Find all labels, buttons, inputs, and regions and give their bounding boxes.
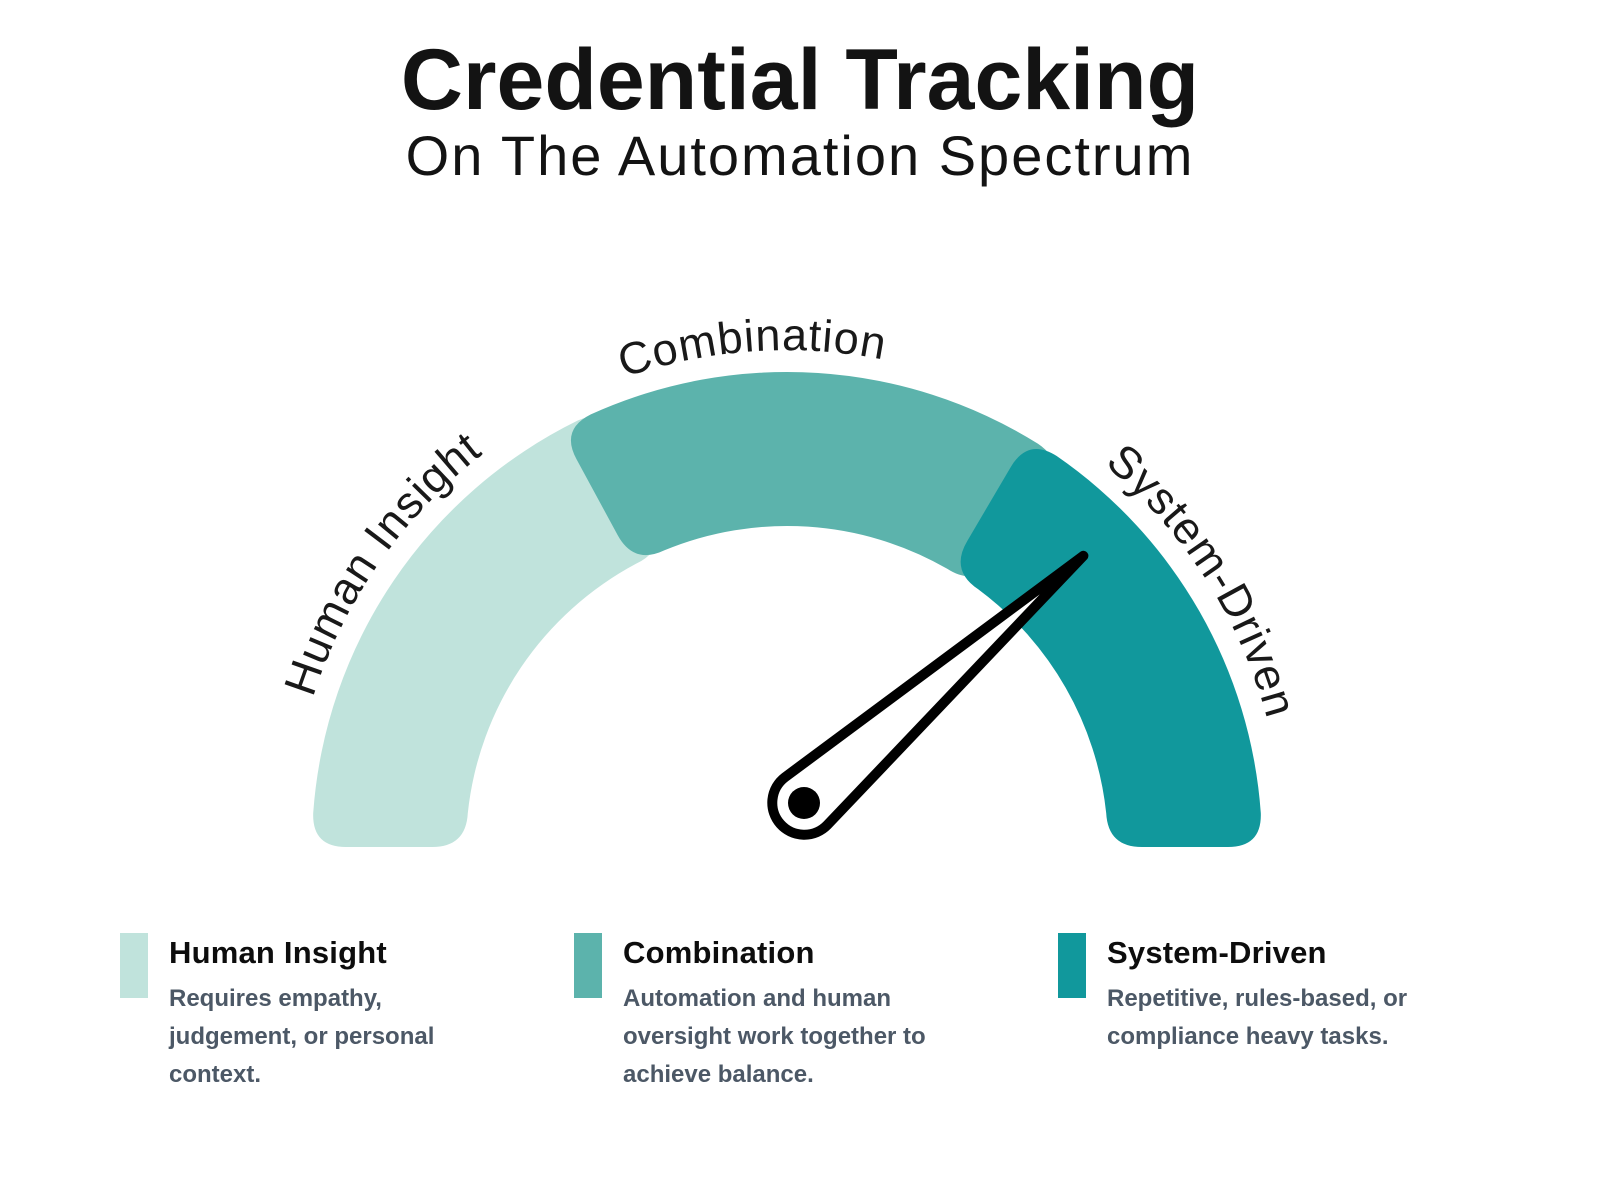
legend-label: Human Insight xyxy=(169,935,387,970)
gauge-segment-human-insight xyxy=(313,416,658,847)
legend-text-block: Human Insight Requires empathy, judgemen… xyxy=(169,933,458,1094)
legend-text-block: Combination Automation and human oversig… xyxy=(623,933,946,1094)
legend-item-human-insight: Human Insight Requires empathy, judgemen… xyxy=(120,933,458,1094)
legend-description: Repetitive, rules-based, or compliance h… xyxy=(1107,985,1408,1050)
legend-swatch-combination xyxy=(574,933,602,998)
page-subtitle: On The Automation Spectrum xyxy=(405,123,1195,187)
legend-label: Combination xyxy=(623,935,815,970)
header: Credential Tracking On The Automation Sp… xyxy=(0,34,1600,186)
needle-pivot-dot xyxy=(788,787,820,819)
gauge-segment-system-driven xyxy=(960,448,1261,847)
needle-pointer-icon xyxy=(767,550,1089,840)
legend-swatch-system-driven xyxy=(1058,933,1086,998)
legend-item-system-driven: System-Driven Repetitive, rules-based, o… xyxy=(1058,933,1448,1056)
legend-label: System-Driven xyxy=(1107,935,1327,970)
legend-description: Requires empathy, judgement, or personal… xyxy=(169,985,435,1088)
legend-swatch-human-insight xyxy=(120,933,148,998)
legend-text-block: System-Driven Repetitive, rules-based, o… xyxy=(1107,933,1448,1056)
legend-item-combination: Combination Automation and human oversig… xyxy=(574,933,946,1094)
gauge-segment-combination xyxy=(570,371,1055,577)
legend-description: Automation and human oversight work toge… xyxy=(623,985,926,1088)
gauge-needle xyxy=(767,550,1089,840)
page-title: Credential Tracking xyxy=(400,32,1200,128)
